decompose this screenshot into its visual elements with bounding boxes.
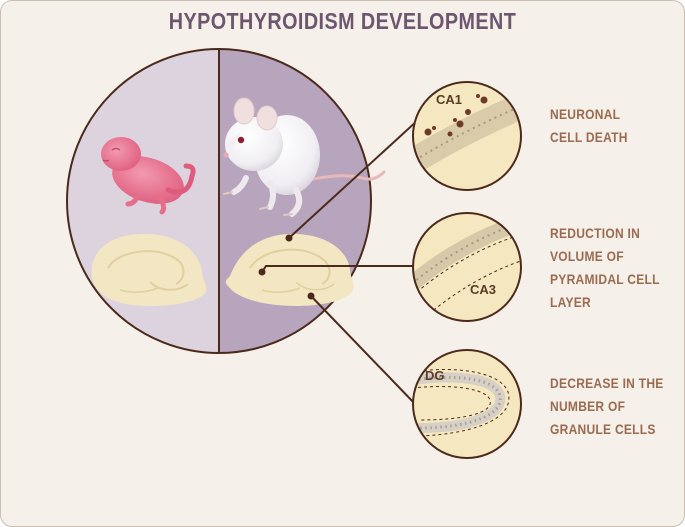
connector-dg [311, 296, 418, 407]
ca3-effect-label: REDUCTION IN VOLUME OF PYRAMIDAL CELL LA… [550, 222, 660, 314]
ca1-region-label: CA1 [436, 92, 462, 107]
ca1-zoom-circle: CA1 [400, 82, 530, 190]
ca3-zoom-circle: CA3 [408, 213, 545, 322]
ca1-effect-label: NEURONAL CELL DEATH [550, 103, 628, 149]
dg-region-label: DG [425, 368, 445, 383]
connector-dot-ca1 [286, 235, 293, 242]
dg-effect-label: DECREASE IN THE NUMBER OF GRANULE CELLS [550, 372, 664, 441]
connector-dot-ca3 [259, 269, 266, 276]
connector-dot-dg [308, 293, 315, 300]
dg-zoom-circle: DG [412, 350, 521, 458]
ca3-region-label: CA3 [470, 282, 496, 297]
